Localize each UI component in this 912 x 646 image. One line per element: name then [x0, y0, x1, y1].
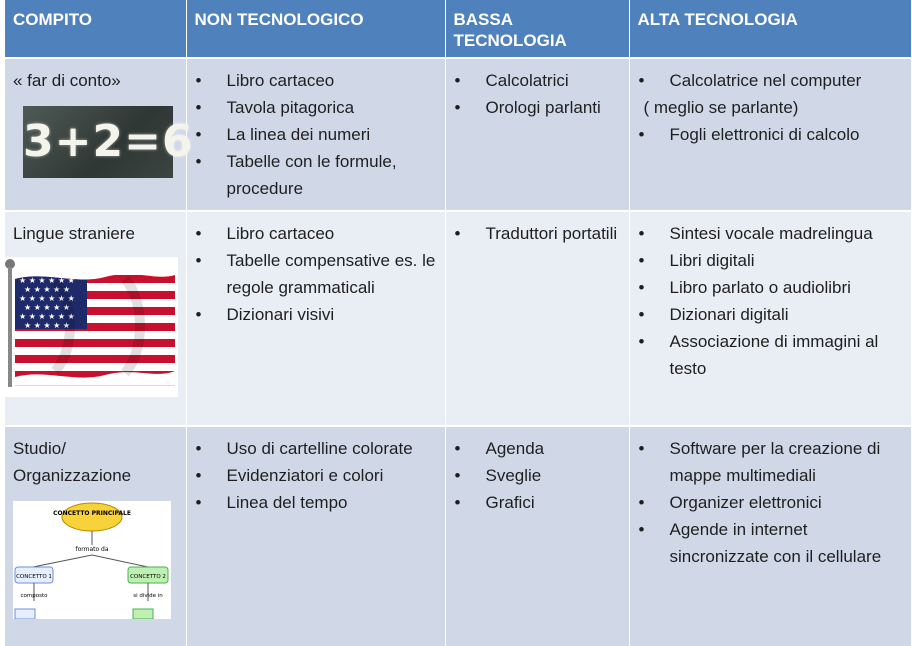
list-item: Calcolatrice nel computer [639, 67, 907, 94]
svg-text:★ ★ ★ ★ ★ ★: ★ ★ ★ ★ ★ ★ [19, 276, 75, 285]
high-tech-list: Sintesi vocale madrelingua Libri digital… [630, 220, 911, 382]
list-item: Sveglie [455, 462, 625, 489]
list-item: Linea del tempo [196, 489, 441, 516]
high-tech-cell: Sintesi vocale madrelingua Libri digital… [629, 210, 912, 426]
header-row: COMPITO NON TECNOLOGICO BASSA TECNOLOGIA… [5, 0, 912, 58]
low-tech-list: Agenda Sveglie Grafici [446, 435, 629, 516]
image-footer-strip [15, 385, 175, 394]
non-tech-list: Uso di cartelline colorate Evidenziatori… [187, 435, 445, 516]
list-item: La linea dei numeri [196, 121, 441, 148]
list-item: Tavola pitagorica [196, 94, 441, 121]
concept-map-image: CONCETTO PRINCIPALE formato da CONCETTO … [13, 501, 171, 620]
task-label: « far di conto» [13, 71, 121, 90]
list-item: Fogli elettronici di calcolo [639, 121, 907, 148]
table-row: « far di conto» 3+2=6 Libro cartaceo Tav… [5, 57, 912, 211]
list-item: Libri digitali [639, 247, 907, 274]
chalkboard-math-image: 3+2=6 [23, 106, 193, 178]
list-item: Orologi parlanti [455, 94, 625, 121]
header-alta-tecnologia: ALTA TECNOLOGIA [629, 0, 912, 58]
list-item: Dizionari digitali [639, 301, 907, 328]
non-tech-list: Libro cartaceo Tavola pitagorica La line… [187, 67, 445, 202]
list-item: Libro parlato o audiolibri [639, 274, 907, 301]
map-right-label: CONCETTO 2 [130, 574, 166, 580]
task-label: Studio/ Organizzazione [13, 439, 132, 485]
non-tech-cell: Uso di cartelline colorate Evidenziatori… [186, 425, 446, 646]
list-item: Traduttori portatili [455, 220, 625, 247]
header-non-tecnologico: NON TECNOLOGICO [186, 0, 446, 58]
low-tech-cell: Traduttori portatili [445, 210, 630, 426]
map-right-link: si divide in [133, 593, 163, 599]
header-bassa-tecnologia: BASSA TECNOLOGIA [445, 0, 630, 58]
us-flag-image: ★ ★ ★ ★ ★ ★ ★ ★ ★ ★ ★ ★ ★ ★ ★ ★ ★ ★ ★ ★ … [5, 257, 178, 397]
map-left-label: CONCETTO 1 [16, 574, 52, 580]
high-tech-list: Software per la creazione di mappe multi… [630, 435, 911, 570]
list-item: Organizer elettronici [639, 489, 907, 516]
list-item: Sintesi vocale madrelingua [639, 220, 907, 247]
high-tech-list: Calcolatrice nel computer [630, 67, 911, 94]
flagpole [8, 267, 12, 387]
task-cell: « far di conto» 3+2=6 [5, 57, 193, 211]
flag-graphic: ★ ★ ★ ★ ★ ★ ★ ★ ★ ★ ★ ★ ★ ★ ★ ★ ★ ★ ★ ★ … [15, 274, 175, 378]
list-item: Libro cartaceo [196, 67, 441, 94]
map-top-label: CONCETTO PRINCIPALE [53, 510, 131, 517]
assistive-technology-table: COMPITO NON TECNOLOGICO BASSA TECNOLOGIA… [5, 0, 912, 646]
table-row: Studio/ Organizzazione CONCETTO PRINCIPA… [5, 425, 912, 646]
task-cell: Studio/ Organizzazione CONCETTO PRINCIPA… [5, 425, 187, 646]
non-tech-list: Libro cartaceo Tabelle compensative es. … [187, 220, 445, 328]
flagpole-knob [5, 259, 15, 269]
high-tech-cell: Software per la creazione di mappe multi… [629, 425, 912, 646]
list-item: Software per la creazione di mappe multi… [639, 435, 907, 489]
list-item: Dizionari visivi [196, 301, 441, 328]
high-tech-list: Fogli elettronici di calcolo [630, 121, 911, 148]
map-left-link: composto [21, 593, 49, 599]
table-row: Lingue straniere [5, 210, 912, 426]
task-label: Lingue straniere [13, 224, 135, 243]
non-tech-cell: Libro cartaceo Tavola pitagorica La line… [186, 57, 446, 211]
list-item: Calcolatrici [455, 67, 625, 94]
low-tech-cell: Agenda Sveglie Grafici [445, 425, 630, 646]
list-item: Agende in internet sincronizzate con il … [639, 516, 907, 570]
list-item: Grafici [455, 489, 625, 516]
non-tech-cell: Libro cartaceo Tabelle compensative es. … [186, 210, 446, 426]
svg-text:★ ★ ★ ★ ★: ★ ★ ★ ★ ★ [24, 303, 70, 312]
list-item: Libro cartaceo [196, 220, 441, 247]
svg-text:★ ★ ★ ★ ★: ★ ★ ★ ★ ★ [24, 285, 70, 294]
high-tech-note: ( meglio se parlante) [643, 98, 799, 117]
low-tech-list: Calcolatrici Orologi parlanti [446, 67, 629, 121]
map-link-label: formato da [75, 546, 108, 553]
list-item: Associazione di immagini al testo [639, 328, 907, 382]
svg-text:★ ★ ★ ★ ★ ★: ★ ★ ★ ★ ★ ★ [19, 312, 75, 321]
list-item: Evidenziatori e colori [196, 462, 441, 489]
high-tech-cell: Calcolatrice nel computer ( meglio se pa… [629, 57, 912, 211]
list-item: Tabelle compensative es. le regole gramm… [196, 247, 441, 301]
header-compito: COMPITO [5, 0, 187, 58]
svg-text:★ ★ ★ ★ ★: ★ ★ ★ ★ ★ [24, 321, 70, 330]
svg-text:★ ★ ★ ★ ★ ★: ★ ★ ★ ★ ★ ★ [19, 294, 75, 303]
list-item: Tabelle con le formule, procedure [196, 148, 441, 202]
low-tech-cell: Calcolatrici Orologi parlanti [445, 57, 630, 211]
task-cell: Lingue straniere [5, 210, 187, 426]
list-item: Uso di cartelline colorate [196, 435, 441, 462]
low-tech-list: Traduttori portatili [446, 220, 629, 247]
list-item: Agenda [455, 435, 625, 462]
